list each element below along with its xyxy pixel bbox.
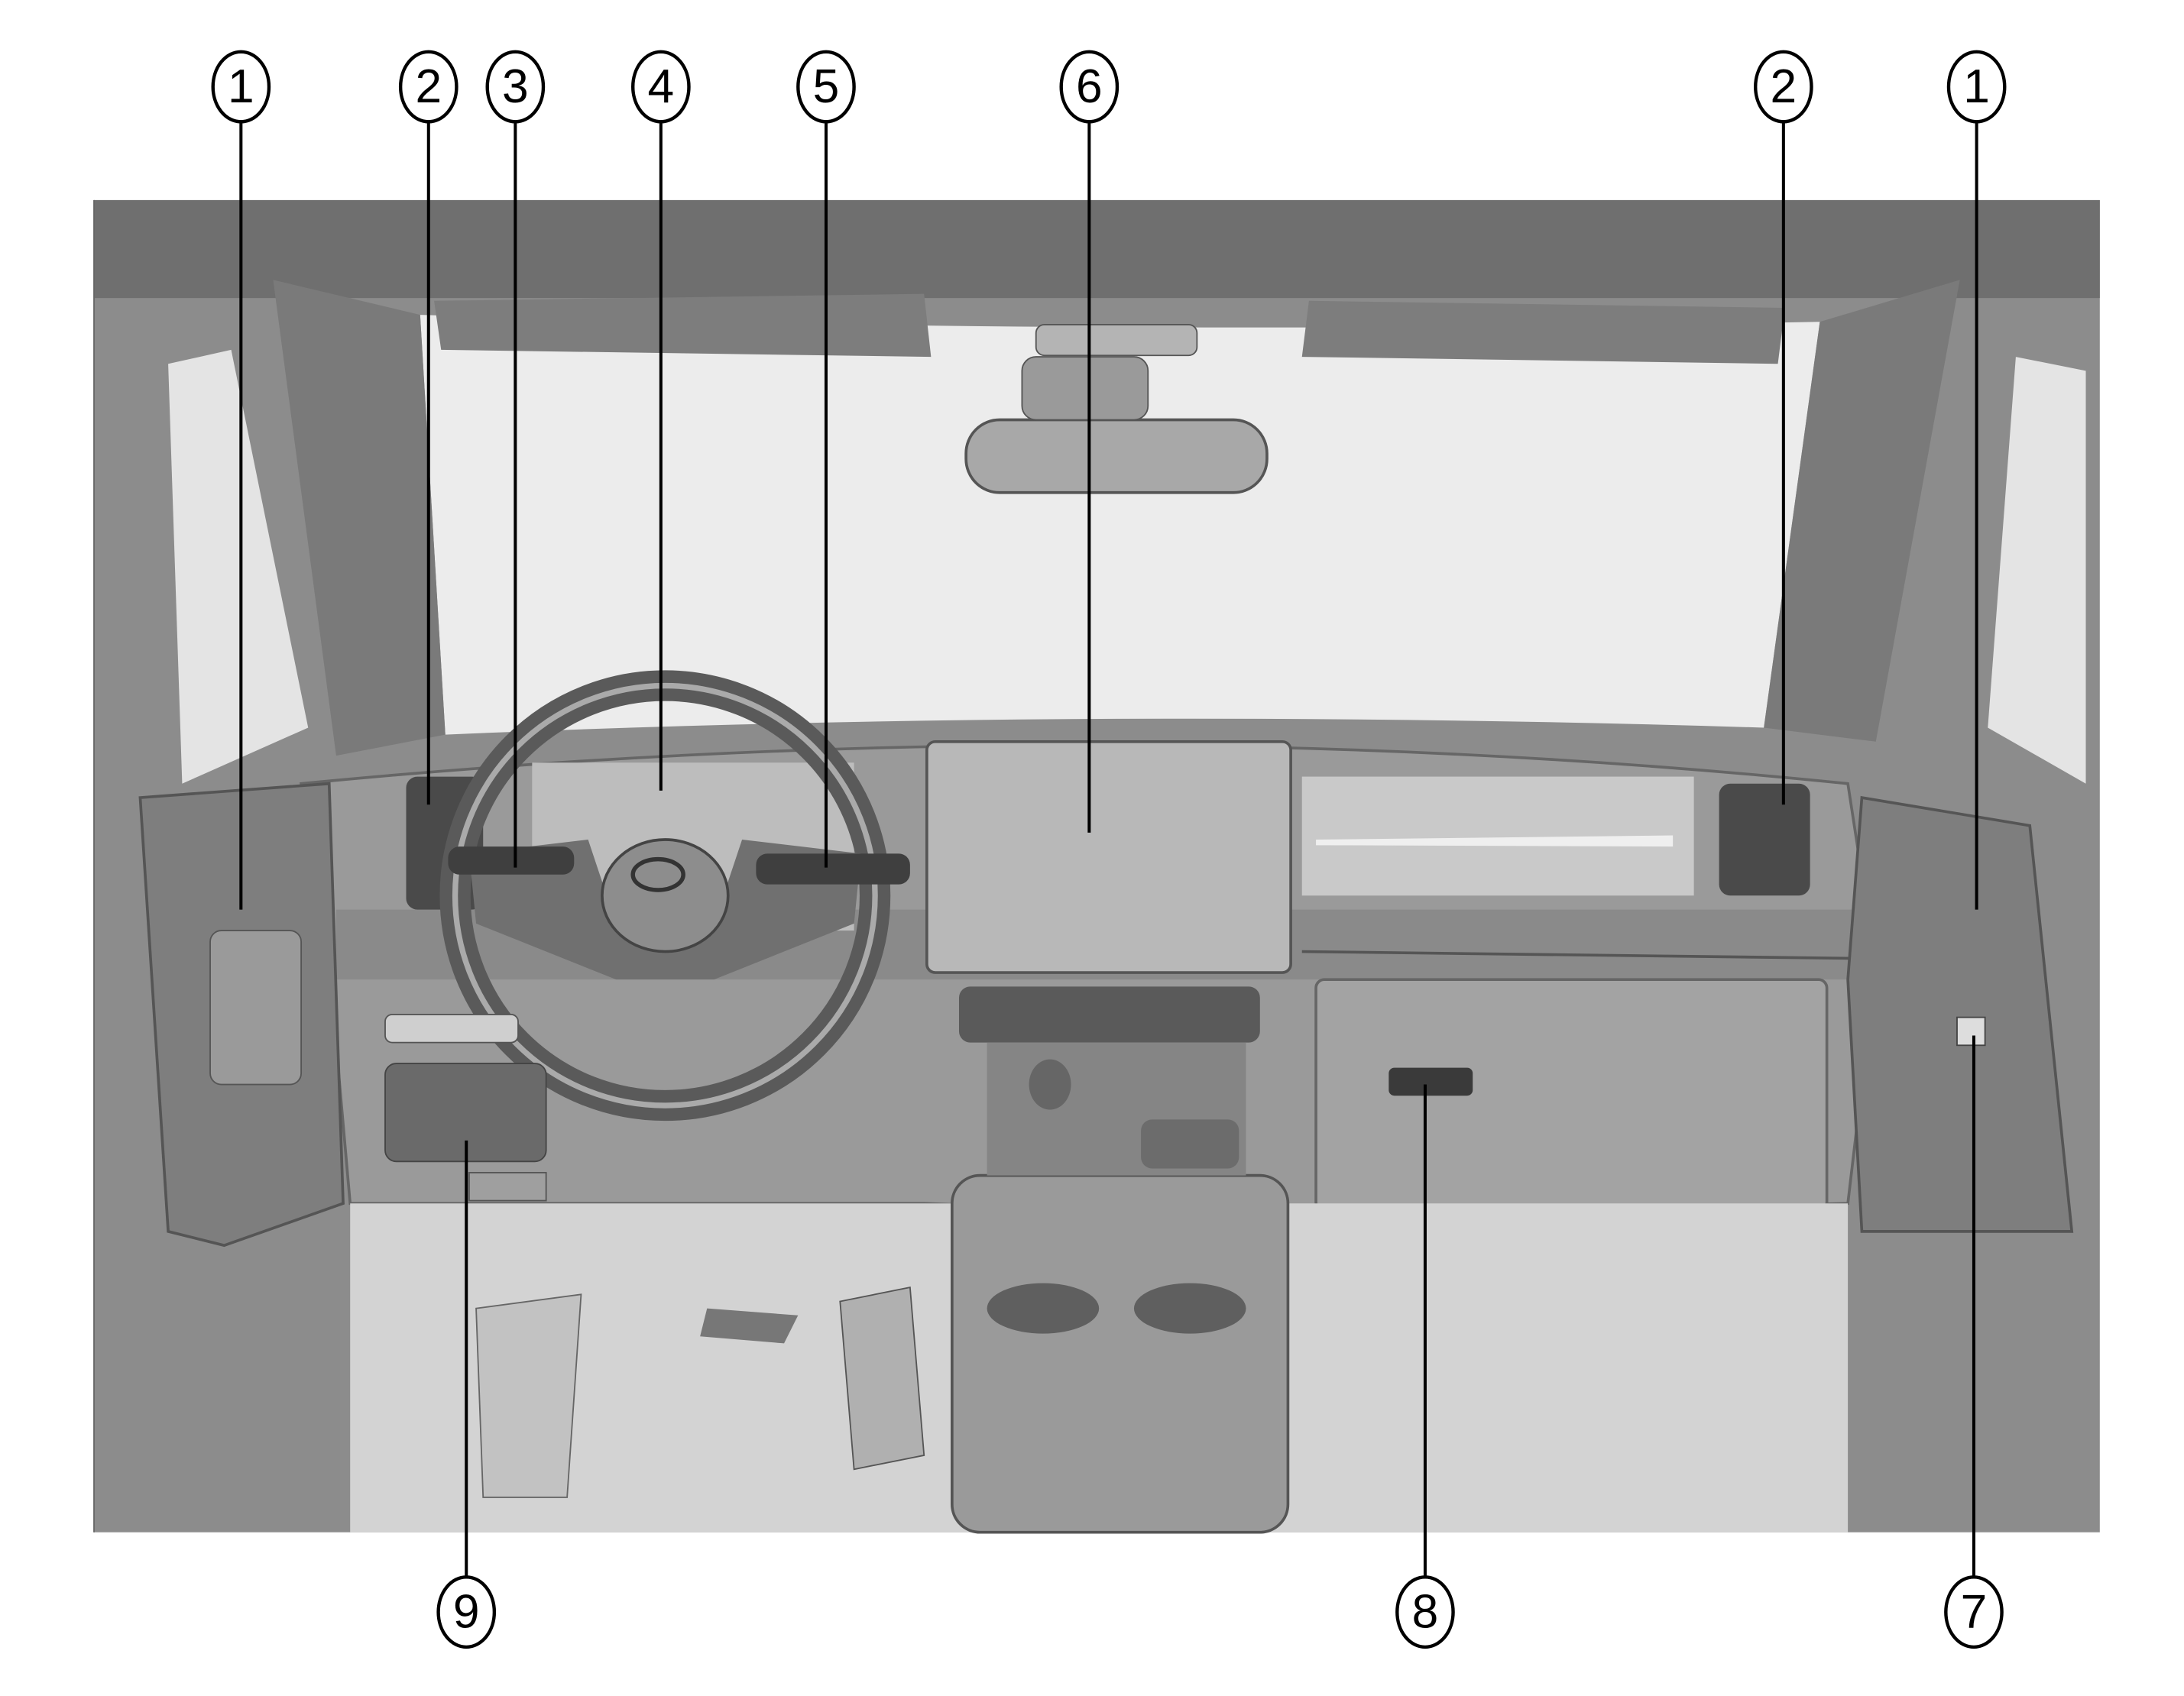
callout-label: 4 (648, 60, 675, 113)
center-touchscreen (925, 740, 1292, 974)
callout-4: 4 (631, 50, 691, 124)
center-console (951, 1173, 1290, 1534)
glovebox-handle (1388, 1067, 1473, 1096)
callout-label: 9 (453, 1586, 480, 1639)
vent-right (1719, 783, 1810, 896)
callout-2-left: 2 (398, 50, 459, 124)
callout-7: 7 (1944, 1575, 2004, 1649)
callout-label: 3 (502, 60, 529, 113)
callout-1-left: 1 (211, 50, 271, 124)
callout-label: 6 (1076, 60, 1103, 113)
interior-illustration (93, 199, 2100, 1534)
callout-label: 2 (1771, 60, 1797, 113)
callout-label: 1 (228, 60, 254, 113)
leader-lines (239, 121, 1978, 1578)
callout-3: 3 (485, 50, 546, 124)
callout-label: 5 (813, 60, 840, 113)
callout-6: 6 (1059, 50, 1120, 124)
callout-9: 9 (436, 1575, 497, 1649)
callout-5: 5 (796, 50, 856, 124)
callout-label: 1 (1963, 60, 1990, 113)
callout-1-right: 1 (1946, 50, 2007, 124)
rearview-mirror (964, 418, 1269, 494)
callout-2-right: 2 (1754, 50, 1813, 124)
callout-label: 2 (415, 60, 442, 113)
callout-label: 8 (1412, 1586, 1439, 1639)
windshield (420, 315, 1820, 735)
callout-8: 8 (1395, 1575, 1455, 1649)
callout-label: 7 (1961, 1586, 1988, 1639)
